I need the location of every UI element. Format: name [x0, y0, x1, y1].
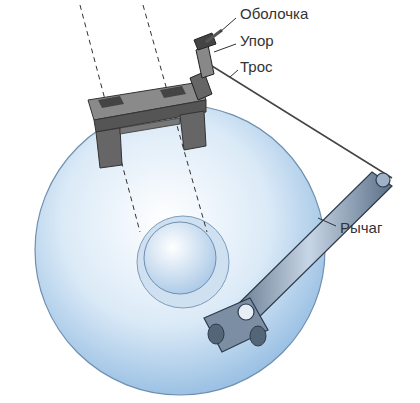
leader-line: [214, 44, 236, 52]
hub: [144, 222, 216, 294]
hub-ring: [137, 216, 229, 308]
cable-sheath: [206, 30, 222, 42]
part-label: Рычаг: [340, 220, 382, 237]
leader-line: [230, 70, 238, 77]
part-label: Упор: [240, 33, 274, 50]
backing-plate: [35, 105, 325, 395]
leader-line: [220, 18, 236, 32]
leader-line: [318, 218, 336, 226]
mount-bracket: [88, 82, 206, 168]
lever: [204, 172, 392, 352]
part-label: Трос: [240, 59, 273, 76]
part-label: Оболочка: [240, 6, 308, 23]
cable: [212, 66, 392, 178]
